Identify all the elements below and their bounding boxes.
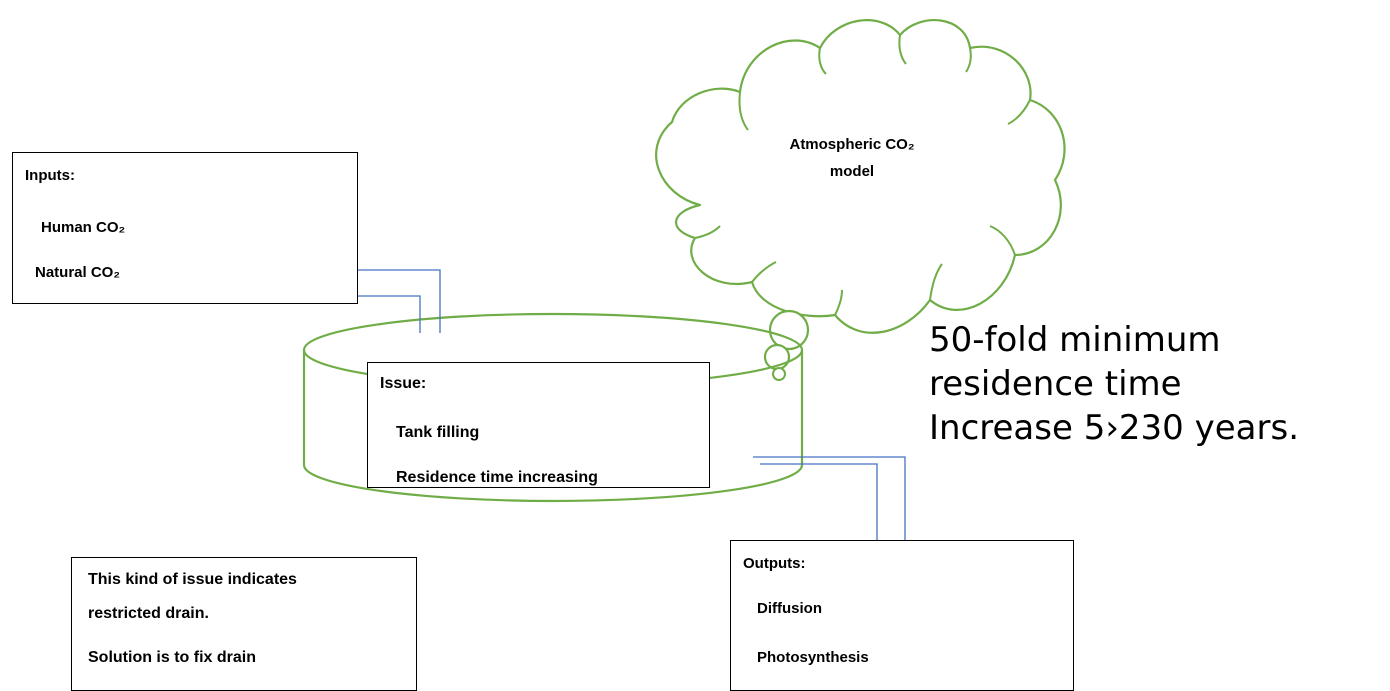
note-line-1: This kind of issue indicates [88,571,297,588]
callout-line-1: 50-fold minimum [929,320,1221,360]
inputs-item-human-co2: Human CO₂ [41,219,126,236]
tank-cylinder [302,312,804,503]
cloud-label-line-1: Atmospheric CO₂ [789,136,915,153]
note-box: This kind of issue indicates restricted … [71,557,417,691]
issue-item-tank-filling: Tank filling [396,424,480,441]
note-line-2: restricted drain. [88,605,209,622]
output-pipes [753,456,906,541]
outputs-item-photosynthesis: Photosynthesis [757,649,869,666]
inputs-box: Inputs: Human CO₂ Natural CO₂ [12,152,358,304]
cloud-label: Atmospheric CO₂ model [736,136,968,180]
cloud-inner-arcs [694,34,1031,316]
outputs-box: Outputs: Diffusion Photosynthesis [730,540,1074,691]
inputs-item-natural-co2: Natural CO₂ [35,264,121,281]
note-line-3: Solution is to fix drain [88,649,256,666]
inputs-heading: Inputs: [25,167,75,184]
issue-item-residence-time: Residence time increasing [396,469,598,486]
outputs-heading: Outputs: [743,555,806,572]
input-pipes [358,269,441,333]
cloud-label-line-2: model [829,163,875,180]
thought-bubble-small [772,367,786,381]
callout-line-2: residence time [929,364,1182,404]
thought-cloud [655,19,1066,334]
outputs-item-diffusion: Diffusion [757,600,822,617]
callout-line-3: Increase 5›230 years. [929,408,1299,448]
residence-time-callout: 50-fold minimum residence time Increase … [929,318,1299,450]
issue-box: Issue: Tank filling Residence time incre… [367,362,710,488]
thought-bubble-large [768,309,810,351]
issue-heading: Issue: [380,375,427,392]
